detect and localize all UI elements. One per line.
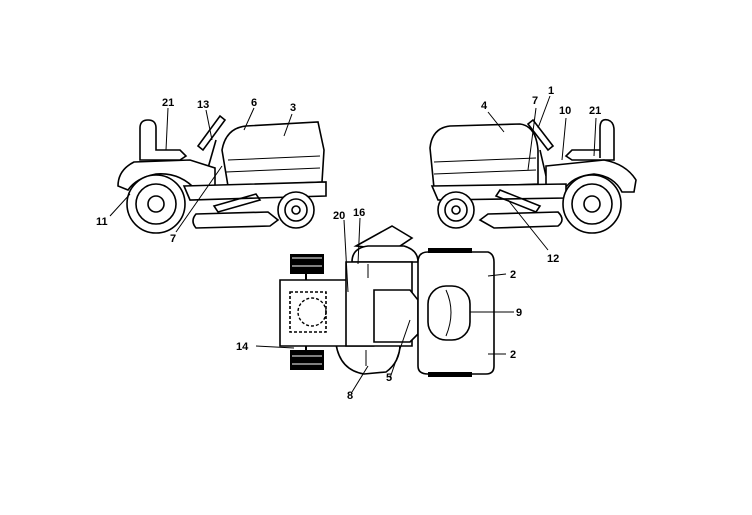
callout-right-1: 1 [548, 85, 554, 97]
callout-right-21: 21 [589, 105, 601, 117]
left-side-tractor-view [109, 107, 327, 234]
callout-top-8: 8 [347, 390, 353, 402]
rear-tire-top [290, 254, 324, 274]
right-side-tractor-view [429, 95, 637, 251]
callout-right-10: 10 [559, 105, 571, 117]
callout-top-5: 5 [386, 372, 392, 384]
callout-left-11: 11 [96, 216, 108, 228]
callout-right-12: 12 [547, 253, 559, 265]
callout-right-7: 7 [532, 95, 538, 107]
rear-wheel-left-view [126, 174, 186, 234]
callout-right-4: 4 [481, 100, 488, 112]
callout-left-13: 13 [197, 99, 209, 111]
callout-top-2b: 2 [510, 349, 516, 361]
callout-left-21: 21 [162, 97, 174, 109]
callout-left-6: 6 [251, 97, 257, 109]
callout-labels: 21 13 6 3 11 7 1 7 4 10 21 12 20 16 2 9 … [96, 85, 601, 402]
rear-tire-bottom [290, 350, 324, 370]
callout-left-3: 3 [290, 102, 296, 114]
front-wheel-left-view [277, 191, 315, 229]
top-view-tractor [255, 217, 514, 393]
callout-left-7: 7 [170, 233, 176, 245]
rear-wheel-right-view [562, 174, 622, 234]
callout-top-9: 9 [516, 307, 522, 319]
front-wheel-right-view [437, 191, 475, 229]
callout-top-2a: 2 [510, 269, 516, 281]
callout-top-16: 16 [353, 207, 365, 219]
callout-top-20: 20 [333, 210, 345, 222]
callout-top-14: 14 [236, 341, 249, 353]
